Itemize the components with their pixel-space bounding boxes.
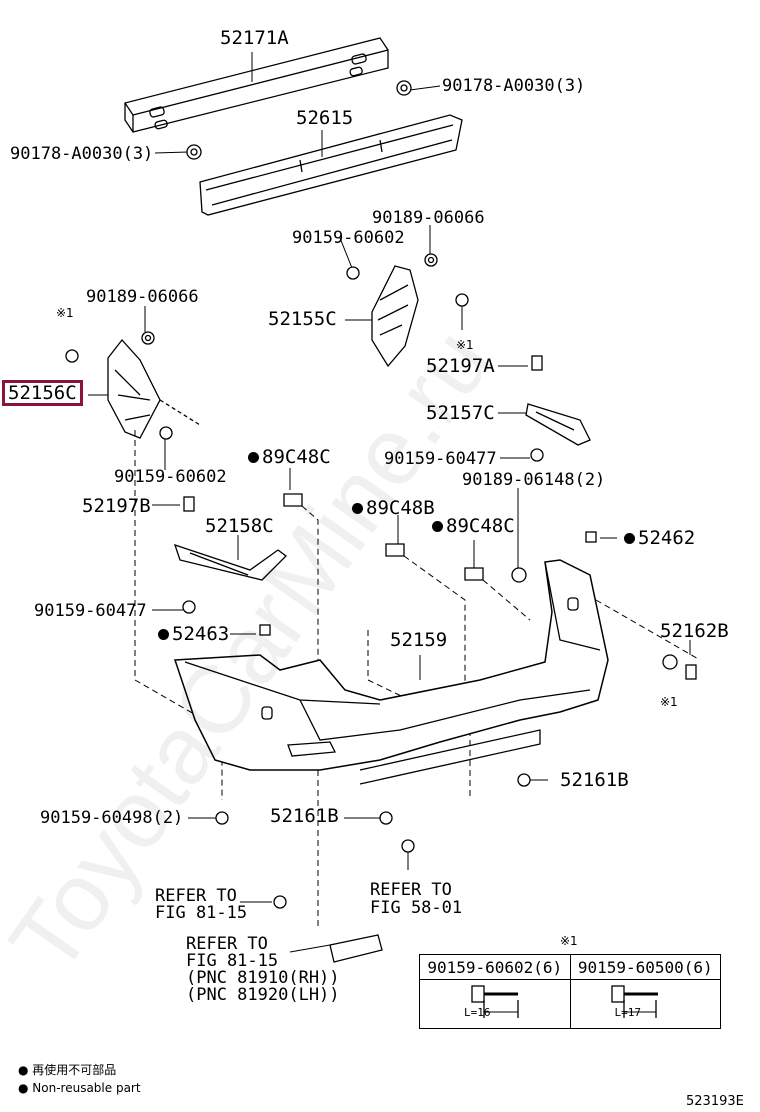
- rear-bumper-absorber-drawing: [199, 114, 463, 216]
- callout-90159-60498: 90159-60498(2): [40, 808, 184, 828]
- footnote-mark: ※1: [660, 695, 678, 709]
- callout-90178-left: 90178-A0030(3): [10, 144, 154, 164]
- sensor-clips-drawing: [259, 493, 697, 680]
- footnote-mark: ※1: [456, 338, 474, 352]
- callout-90159-60477-right: 90159-60477: [384, 449, 497, 469]
- refer-fig-58-01-line2: FIG 58-01: [370, 898, 463, 918]
- callout-52463-text: 52463: [172, 623, 230, 645]
- rear-bumper-cover-drawing: [173, 559, 609, 785]
- callout-52161b-left: 52161B: [270, 805, 339, 827]
- callout-52155c: 52155C: [268, 308, 337, 330]
- callout-52463: 52463: [158, 624, 229, 644]
- refer-fig-81-15b-line3: (PNC 81910(RH)): [186, 968, 340, 988]
- callout-90159-60602-left: 90159-60602: [114, 467, 227, 487]
- callout-90189-left: 90189-06066: [86, 287, 199, 307]
- callout-89c48b-text: 89C48B: [366, 497, 435, 519]
- footnote-mark: ※1: [56, 306, 74, 320]
- callout-89c48c-top: 89C48C: [248, 447, 331, 467]
- callout-89c48c-top-text: 89C48C: [262, 446, 331, 468]
- non-reusable-dot-icon: [624, 533, 635, 544]
- callout-90178-right: 90178-A0030(3): [442, 76, 586, 96]
- fastener-col1-length: L=16: [464, 1006, 491, 1019]
- callout-90159-60477-left: 90159-60477: [34, 601, 147, 621]
- callout-90189-06148: 90189-06148(2): [462, 470, 606, 490]
- fastener-table: 90159-60602(6) 90159-60500(6) L=16 L=17: [419, 954, 721, 1029]
- legend-japanese: ● 再使用不可部品: [18, 1063, 117, 1077]
- callout-90159-60602-top: 90159-60602: [292, 228, 405, 248]
- fastener-col2-length: L=17: [614, 1006, 642, 1019]
- callout-52157c: 52157C: [426, 402, 495, 424]
- fastener-col1-header: 90159-60602(6): [419, 954, 571, 980]
- callout-89c48c-mid-text: 89C48C: [446, 515, 515, 537]
- legend-english: ● Non-reusable part: [18, 1081, 141, 1095]
- callout-52615: 52615: [296, 107, 354, 129]
- callout-89c48b: 89C48B: [352, 498, 435, 518]
- non-reusable-dot-icon: [248, 452, 259, 463]
- callout-52462: 52462: [624, 528, 695, 548]
- retainer-52157c-drawing: [525, 355, 591, 446]
- refer-fig-81-15b-line1: REFER TO: [186, 934, 268, 954]
- callout-52462-text: 52462: [638, 527, 696, 549]
- refer-fig-81-15b-line4: (PNC 81920(LH)): [186, 985, 340, 1005]
- retainer-52158c-drawing: [173, 496, 287, 581]
- non-reusable-dot-icon: [158, 629, 169, 640]
- fastener-col2-header: 90159-60500(6): [569, 954, 721, 980]
- callout-89c48c-mid: 89C48C: [432, 516, 515, 536]
- fastener-col1-picture: L=16: [419, 979, 571, 1029]
- refer-fig-81-15b-line2: FIG 81-15: [186, 951, 279, 971]
- callout-52161b-right: 52161B: [560, 769, 629, 791]
- callout-52197b: 52197B: [82, 495, 151, 517]
- refer-fig-81-15a-line2: FIG 81-15: [155, 903, 248, 923]
- refer-fig-58-01-line1: REFER TO: [370, 880, 452, 900]
- refer-fig-81-15a-line1: REFER TO: [155, 886, 237, 906]
- callout-52156c-highlighted[interactable]: 52156C: [2, 380, 83, 406]
- callout-52162b: 52162B: [660, 620, 729, 642]
- reflector-drawing: [329, 934, 383, 963]
- callout-52171a: 52171A: [220, 27, 289, 49]
- non-reusable-dot-icon: [432, 521, 443, 532]
- diagram-code: 523193E: [686, 1094, 744, 1109]
- callout-52197a: 52197A: [426, 355, 495, 377]
- rear-bumper-reinforcement-drawing: [124, 37, 389, 133]
- clip-fasteners: [65, 80, 678, 909]
- footnote-mark: ※1: [560, 934, 578, 948]
- fastener-col2-picture: L=17: [569, 979, 721, 1029]
- bracket-52156c-drawing: [107, 338, 201, 439]
- callout-52158c: 52158C: [205, 515, 274, 537]
- non-reusable-dot-icon: [352, 503, 363, 514]
- callout-90189-top: 90189-06066: [372, 208, 485, 228]
- callout-52159: 52159: [390, 629, 448, 651]
- bracket-52155c-drawing: [371, 265, 419, 368]
